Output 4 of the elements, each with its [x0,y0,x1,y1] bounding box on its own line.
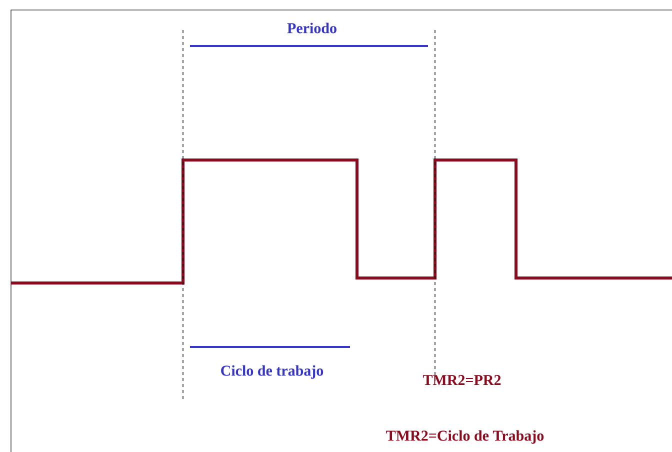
event-label: TMR2=Ciclo de Trabajo [386,430,544,444]
duty-cycle-label: Ciclo de trabajo [221,365,324,379]
event-label: TMR2=PR2 [422,375,501,385]
period-label: Periodo [287,22,336,34]
